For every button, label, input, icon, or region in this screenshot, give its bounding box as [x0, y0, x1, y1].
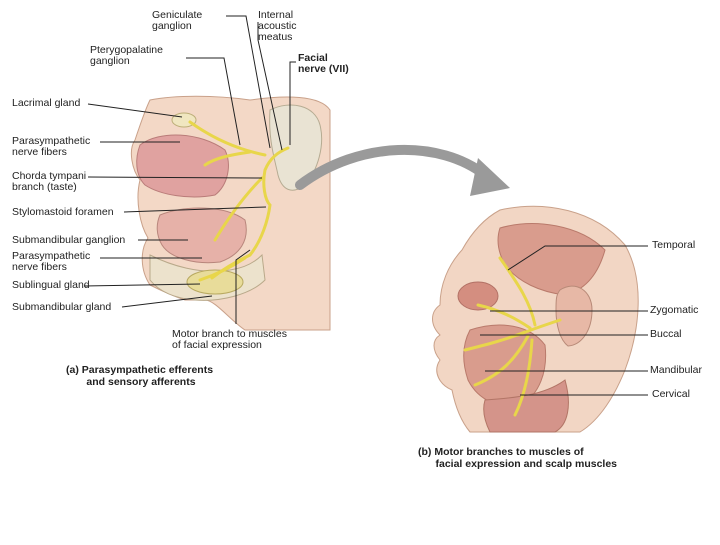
label-parasympathetic-fibers-1: Parasympathetic nerve fibers [12, 135, 91, 158]
leader-internal-meatus [257, 22, 283, 151]
label-submandibular-ganglion: Submandibular ganglion [12, 234, 126, 246]
label-temporal: Temporal [652, 239, 696, 251]
leader-lacrimal [87, 103, 183, 118]
ear [555, 285, 593, 347]
neck-muscles [483, 379, 569, 433]
orbicularis-oculi [457, 281, 499, 311]
panel-a-anatomy [130, 95, 331, 331]
label-geniculate-ganglion: Geniculate ganglion [152, 9, 203, 32]
leader-submandibular-gland [121, 295, 213, 308]
leader-chorda [87, 176, 263, 179]
leader-geniculate [226, 15, 271, 149]
label-parasympathetic-fibers-2: Parasympathetic nerve fibers [12, 250, 91, 273]
cervical-branch [513, 338, 534, 417]
facial-nerve-paths-a [188, 120, 290, 282]
label-motor-branch: Motor branch to muscles of facial expres… [172, 328, 287, 351]
leader-stylomastoid [123, 206, 267, 213]
temporal-branch [498, 256, 537, 327]
label-submandibular-gland: Submandibular gland [12, 301, 112, 313]
label-zygomatic: Zygomatic [650, 304, 699, 316]
label-facial-nerve: Facial nerve (VII) [298, 52, 349, 75]
leader-motor-branch [235, 249, 251, 324]
leader-pterygopalatine [186, 57, 241, 146]
zygomatic-branch [476, 303, 532, 330]
transition-arrow [295, 144, 490, 190]
label-cervical: Cervical [652, 388, 690, 400]
caption-panel-b: (b) Motor branches to muscles of facial … [418, 446, 618, 470]
facial-nerve-paths-b [463, 256, 562, 417]
label-internal-acoustic-meatus: Internal acoustic meatus [258, 9, 297, 43]
label-sublingual-gland: Sublingual gland [12, 279, 90, 291]
chorda-tympani-path [213, 176, 264, 242]
caption-panel-a: (a) Parasympathetic efferents and sensor… [66, 364, 214, 388]
nerve-to-lacrimal [188, 120, 267, 157]
leader-temporal [507, 245, 648, 271]
leader-lines-a [83, 15, 296, 324]
nerve-to-pterygopalatine [203, 150, 252, 167]
label-buccal: Buccal [650, 328, 682, 340]
leader-facial-nerve [289, 61, 296, 145]
leader-lines-b [480, 245, 648, 396]
label-stylomastoid-foramen: Stylomastoid foramen [12, 206, 114, 218]
leader-sublingual [83, 283, 201, 287]
nasal-cavity [136, 134, 229, 198]
label-chorda-tympani: Chorda tympani branch (taste) [12, 170, 87, 193]
nerve-trunk-a [248, 146, 290, 257]
nerve-to-sublingual [198, 256, 247, 282]
submandibular-gland-shape [186, 269, 244, 295]
label-pterygopalatine-ganglion: Pterygopalatine ganglion [90, 44, 163, 67]
transition-arrow-head [470, 158, 510, 196]
mandibular-branch [473, 334, 530, 387]
buccal-branch [463, 330, 527, 352]
label-mandibular: Mandibular [650, 364, 702, 376]
panel-b-anatomy [432, 205, 639, 433]
label-lacrimal-gland: Lacrimal gland [12, 97, 81, 109]
